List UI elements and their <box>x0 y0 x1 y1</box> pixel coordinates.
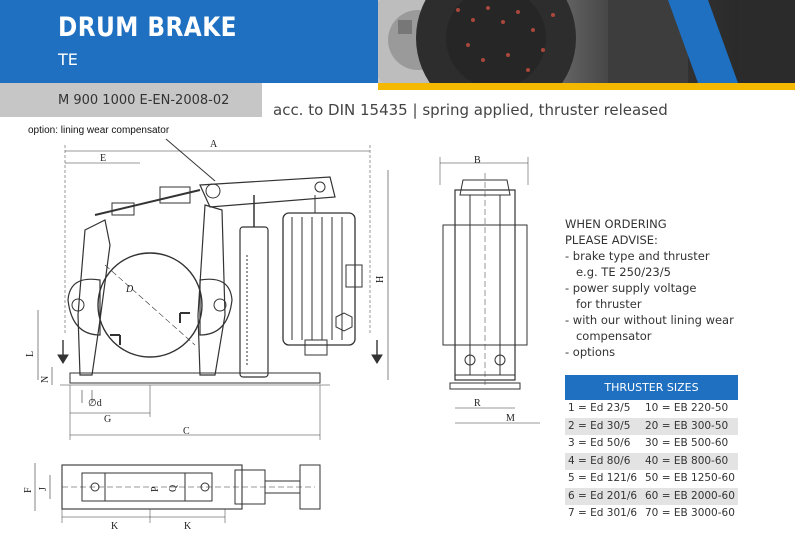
dim-label-k2: K <box>184 521 192 532</box>
document-code: M 900 1000 E-EN-2008-02 <box>58 93 230 108</box>
ordering-line: e.g. TE 250/23/5 <box>565 265 671 279</box>
table-row: 7 = Ed 301/6 70 = EB 3000-60 <box>565 505 738 523</box>
table-cell: 2 = Ed 30/5 <box>568 419 631 432</box>
dim-label-r: R <box>474 398 481 409</box>
brake-photo <box>378 0 795 83</box>
code-bar <box>0 83 262 117</box>
dim-label-g: G <box>104 414 111 425</box>
dim-label-f: F <box>23 487 34 493</box>
table-cell: 1 = Ed 23/5 <box>568 402 631 414</box>
technical-drawing: A E H L N ∅d G C D B R M F J P Q K K <box>23 138 540 532</box>
table-row: 4 = Ed 80/6 40 = EB 800-60 <box>565 452 738 470</box>
table-cell: 70 = EB 3000-60 <box>645 507 735 519</box>
brake-photo-graphic <box>378 0 795 83</box>
ordering-line: compensator <box>565 329 652 343</box>
ordering-info: WHEN ORDERING PLEASE ADVISE: - brake typ… <box>565 216 734 360</box>
page-subtitle: TE <box>58 50 78 69</box>
table-cell: 20 = EB 300-50 <box>645 419 729 432</box>
table-row: 5 = Ed 121/6 50 = EB 1250-60 <box>565 470 738 488</box>
dim-label-j: J <box>38 487 49 491</box>
table-row: 6 = Ed 201/6 60 = EB 2000-60 <box>565 487 738 505</box>
dim-label-c: C <box>183 426 190 437</box>
table-cell: 3 = Ed 50/6 <box>568 437 631 449</box>
dim-label-q: Q <box>168 484 179 492</box>
table-cell: 10 = EB 220-50 <box>645 402 729 414</box>
table-cell: 50 = EB 1250-60 <box>645 472 735 484</box>
ordering-heading-1: WHEN ORDERING <box>565 217 667 231</box>
ordering-line: - with our without lining wear <box>565 313 734 327</box>
table-cell: 4 = Ed 80/6 <box>568 454 631 467</box>
dim-label-n: N <box>40 376 51 383</box>
table-header: THRUSTER SIZES <box>565 375 738 400</box>
dim-label-m: M <box>506 413 515 424</box>
table-cell: 6 = Ed 201/6 <box>568 489 638 502</box>
page-title: DRUM BRAKE <box>58 12 237 43</box>
ordering-heading-2: PLEASE ADVISE: <box>565 233 658 247</box>
dim-label-h: H <box>375 276 386 283</box>
dim-label-k1: K <box>111 521 119 532</box>
table-cell: 5 = Ed 121/6 <box>568 472 638 484</box>
tagline: acc. to DIN 15435 | spring applied, thru… <box>273 101 668 119</box>
table-row: 1 = Ed 23/5 10 = EB 220-50 <box>565 400 738 418</box>
table-row: 2 = Ed 30/5 20 = EB 300-50 <box>565 417 738 435</box>
table-row: 3 = Ed 50/6 30 = EB 500-60 <box>565 435 738 453</box>
ordering-line: - brake type and thruster <box>565 249 710 263</box>
ordering-line: for thruster <box>565 297 642 311</box>
dim-label-drum-d: D <box>125 284 134 295</box>
header-banner: DRUM BRAKE TE <box>0 0 378 83</box>
dim-label-e: E <box>100 153 106 164</box>
ordering-line: - options <box>565 345 616 359</box>
dim-label-b: B <box>474 155 481 166</box>
dim-label-l: L <box>25 351 36 357</box>
thruster-sizes-table: THRUSTER SIZES 1 = Ed 23/5 10 = EB 220-5… <box>565 375 738 523</box>
table-cell: 60 = EB 2000-60 <box>645 489 735 502</box>
table-cell: 30 = EB 500-60 <box>645 437 729 449</box>
accent-stripe <box>378 83 795 90</box>
dim-label-p: P <box>150 486 161 492</box>
ordering-line: - power supply voltage <box>565 281 697 295</box>
table-cell: 7 = Ed 301/6 <box>568 507 638 519</box>
dim-label-d: ∅d <box>88 398 102 409</box>
option-note: option: lining wear compensator <box>28 125 170 136</box>
dim-label-a: A <box>210 139 218 150</box>
table-cell: 40 = EB 800-60 <box>645 454 729 467</box>
